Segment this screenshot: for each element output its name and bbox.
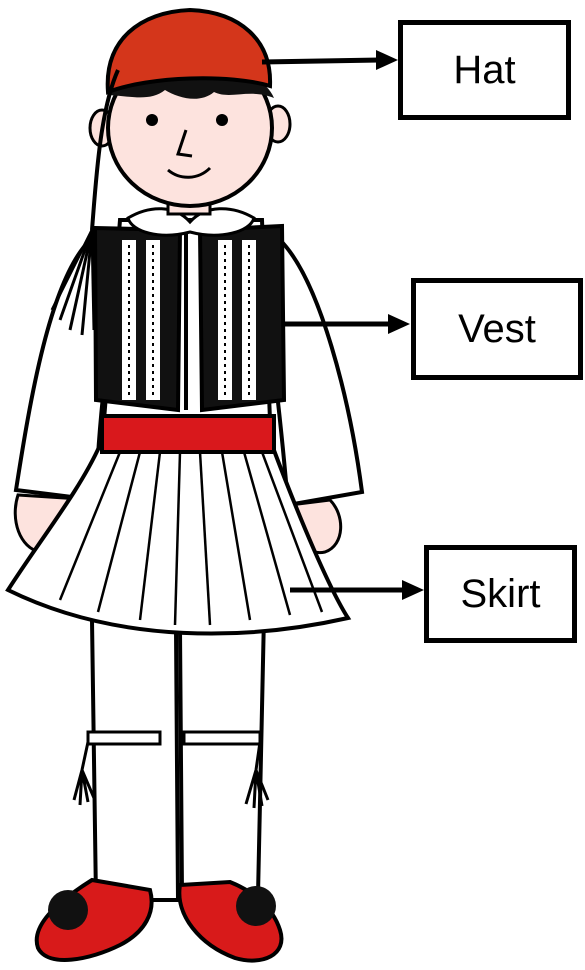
belt: [100, 414, 276, 454]
right-pompom: [236, 886, 276, 926]
shoes: [34, 877, 284, 963]
legs: [86, 612, 267, 902]
vest-label-box: Vest: [411, 278, 583, 380]
right-eye: [216, 114, 228, 126]
arrows: [261, 50, 424, 600]
vest: [92, 223, 287, 413]
skirt: [5, 443, 352, 636]
vest-label: Vest: [458, 306, 536, 351]
skirt-arrow: [290, 580, 424, 600]
skirt-label-box: Skirt: [424, 545, 577, 643]
vest-arrow: [284, 314, 410, 334]
garter-tassels: [72, 741, 270, 809]
left-eye: [146, 114, 158, 126]
hat-arrow: [261, 50, 398, 70]
hat-label-box: Hat: [398, 20, 571, 120]
hat: [50, 7, 273, 336]
hat-label: Hat: [453, 47, 516, 92]
skirt-label: Skirt: [460, 571, 541, 616]
left-pompom: [48, 890, 88, 930]
